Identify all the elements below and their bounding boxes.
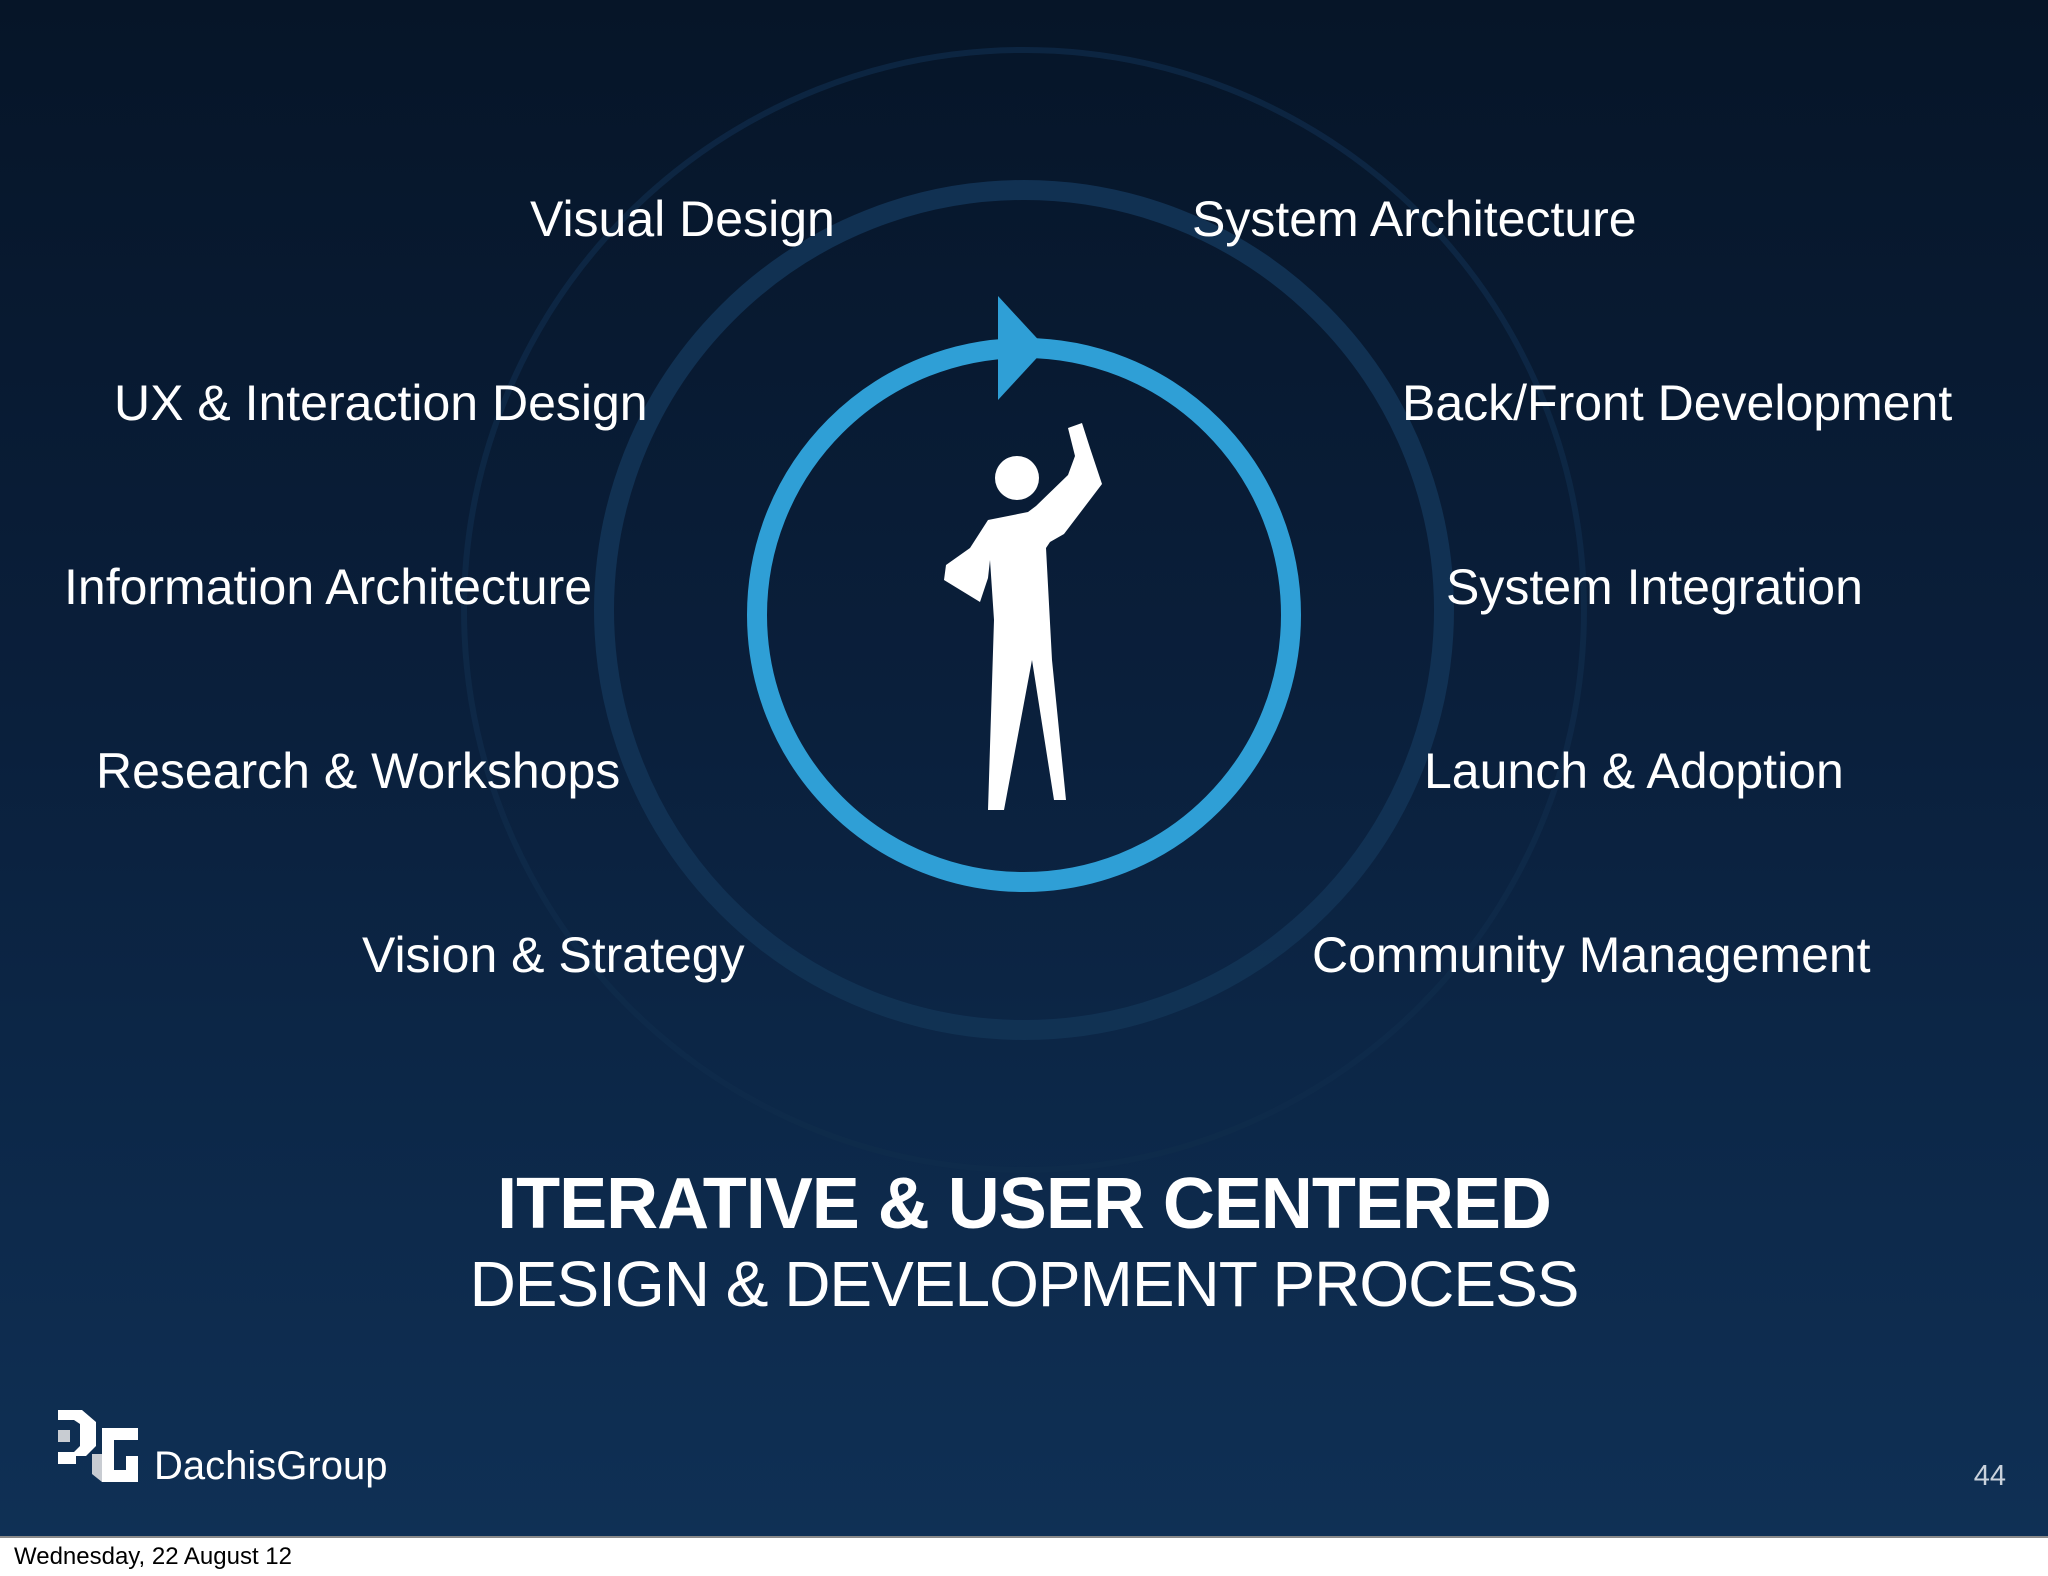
label-information-architecture: Information Architecture — [64, 559, 593, 615]
slide: Visual Design UX & Interaction Design In… — [0, 0, 2048, 1536]
label-back-front-development: Back/Front Development — [1402, 375, 1953, 431]
brand-name: DachisGroup — [154, 1444, 388, 1488]
label-community-management: Community Management — [1312, 927, 1871, 983]
outer-halo-ring — [461, 47, 1587, 1173]
label-vision-strategy: Vision & Strategy — [362, 927, 745, 983]
label-system-architecture: System Architecture — [1192, 191, 1637, 247]
outer-ring — [594, 180, 1454, 1040]
footer-divider — [0, 1536, 2048, 1538]
cycle-diagram — [461, 47, 1587, 1173]
footer-date: Wednesday, 22 August 12 — [14, 1543, 292, 1570]
label-visual-design: Visual Design — [530, 191, 835, 247]
label-launch-adoption: Launch & Adoption — [1424, 743, 1844, 799]
cycle-arrow-icon — [998, 296, 1046, 400]
page-number: 44 — [1973, 1460, 2006, 1492]
user-figure-icon — [944, 423, 1102, 810]
label-system-integration: System Integration — [1446, 559, 1863, 615]
label-ux-interaction-design: UX & Interaction Design — [114, 375, 648, 431]
label-research-workshops: Research & Workshops — [96, 743, 621, 799]
slide-subheadline: DESIGN & DEVELOPMENT PROCESS — [469, 1248, 1580, 1320]
dachis-group-logo-icon — [58, 1410, 138, 1482]
slide-headline: ITERATIVE & USER CENTERED — [497, 1164, 1552, 1244]
